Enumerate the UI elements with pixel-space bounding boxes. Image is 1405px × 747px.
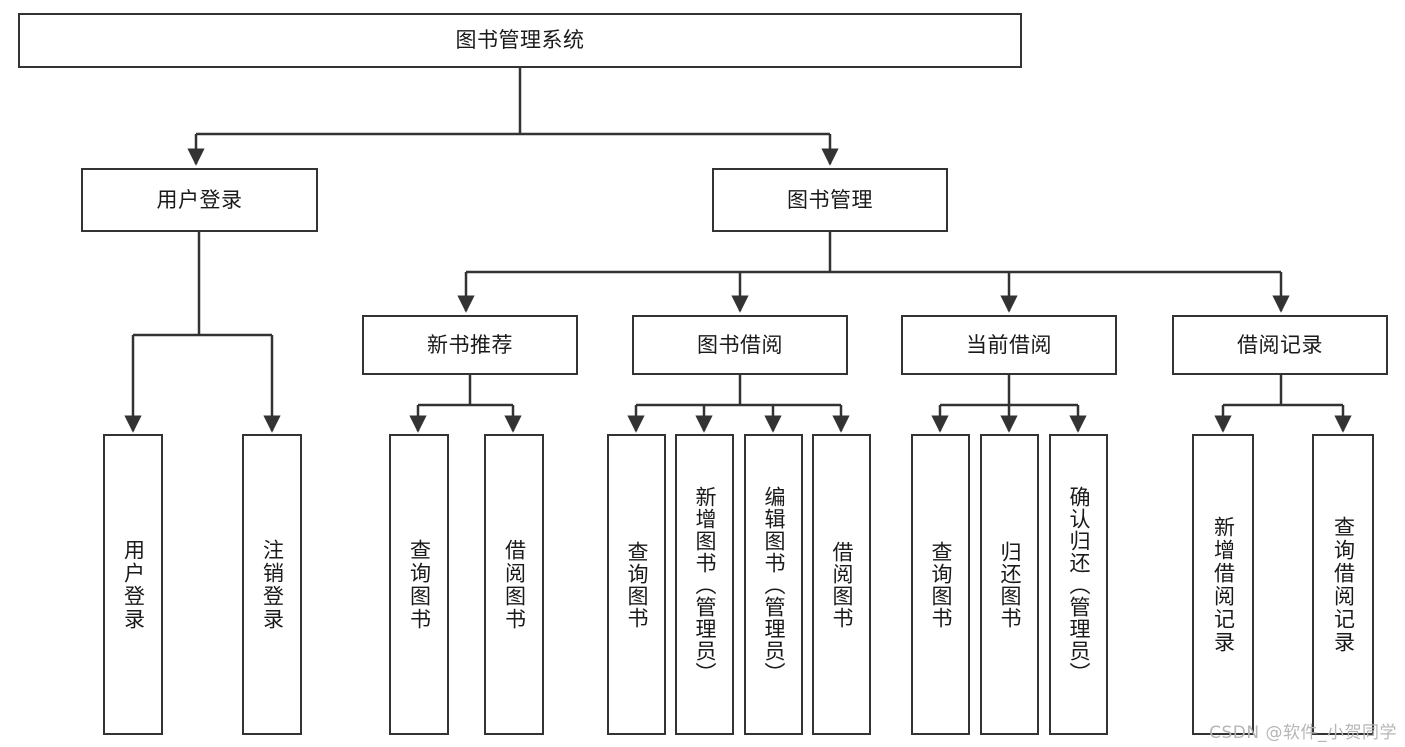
node-leaf-query-record[interactable]: 查询借阅记录 (1312, 434, 1374, 735)
node-label: 借阅图书 (502, 538, 527, 631)
node-leaf-logout-login[interactable]: 注销登录 (242, 434, 302, 735)
node-leaf-query-book-2[interactable]: 查询图书 (607, 434, 666, 735)
node-leaf-borrow-book-1[interactable]: 借阅图书 (484, 434, 544, 735)
node-new-book-recommend[interactable]: 新书推荐 (362, 315, 578, 375)
node-leaf-add-book[interactable]: 新增图书（管理员） (675, 434, 734, 735)
node-label: 查询借阅记录 (1331, 515, 1356, 654)
node-book-management[interactable]: 图书管理 (712, 168, 948, 232)
node-leaf-borrow-book-2[interactable]: 借阅图书 (812, 434, 871, 735)
node-label: 新增借阅记录 (1211, 515, 1236, 654)
node-label: 用户登录 (121, 538, 146, 631)
node-leaf-add-record[interactable]: 新增借阅记录 (1192, 434, 1254, 735)
node-book-borrow[interactable]: 图书借阅 (632, 315, 848, 375)
node-leaf-query-book-1[interactable]: 查询图书 (389, 434, 449, 735)
node-leaf-edit-book[interactable]: 编辑图书（管理员） (744, 434, 803, 735)
node-leaf-query-book-3[interactable]: 查询图书 (911, 434, 970, 735)
node-label: 编辑图书（管理员） (762, 485, 786, 684)
node-label: 图书借阅 (697, 332, 783, 357)
node-label: 查询图书 (929, 540, 953, 629)
node-label: 注销登录 (260, 538, 285, 631)
node-label: 借阅图书 (830, 540, 854, 629)
node-label: 新增图书（管理员） (693, 485, 717, 684)
node-leaf-return-book[interactable]: 归还图书 (980, 434, 1039, 735)
node-borrow-record[interactable]: 借阅记录 (1172, 315, 1388, 375)
node-label: 图书管理系统 (455, 28, 585, 53)
node-label: 归还图书 (998, 540, 1022, 629)
node-label: 查询图书 (625, 540, 649, 629)
node-label: 确认归还（管理员） (1067, 485, 1091, 684)
node-label: 查询图书 (407, 538, 432, 631)
node-label: 图书管理 (787, 187, 873, 212)
node-leaf-confirm-return[interactable]: 确认归还（管理员） (1049, 434, 1108, 735)
node-label: 当前借阅 (966, 332, 1052, 357)
csdn-watermark: CSDN @软件_小贺同学 (1209, 723, 1397, 743)
node-root-book-management-system[interactable]: 图书管理系统 (18, 13, 1022, 68)
node-leaf-user-login[interactable]: 用户登录 (103, 434, 163, 735)
node-current-borrow[interactable]: 当前借阅 (901, 315, 1117, 375)
node-label: 新书推荐 (427, 332, 513, 357)
node-label: 用户登录 (156, 187, 243, 212)
node-label: 借阅记录 (1237, 332, 1323, 357)
node-user-login[interactable]: 用户登录 (81, 168, 318, 232)
